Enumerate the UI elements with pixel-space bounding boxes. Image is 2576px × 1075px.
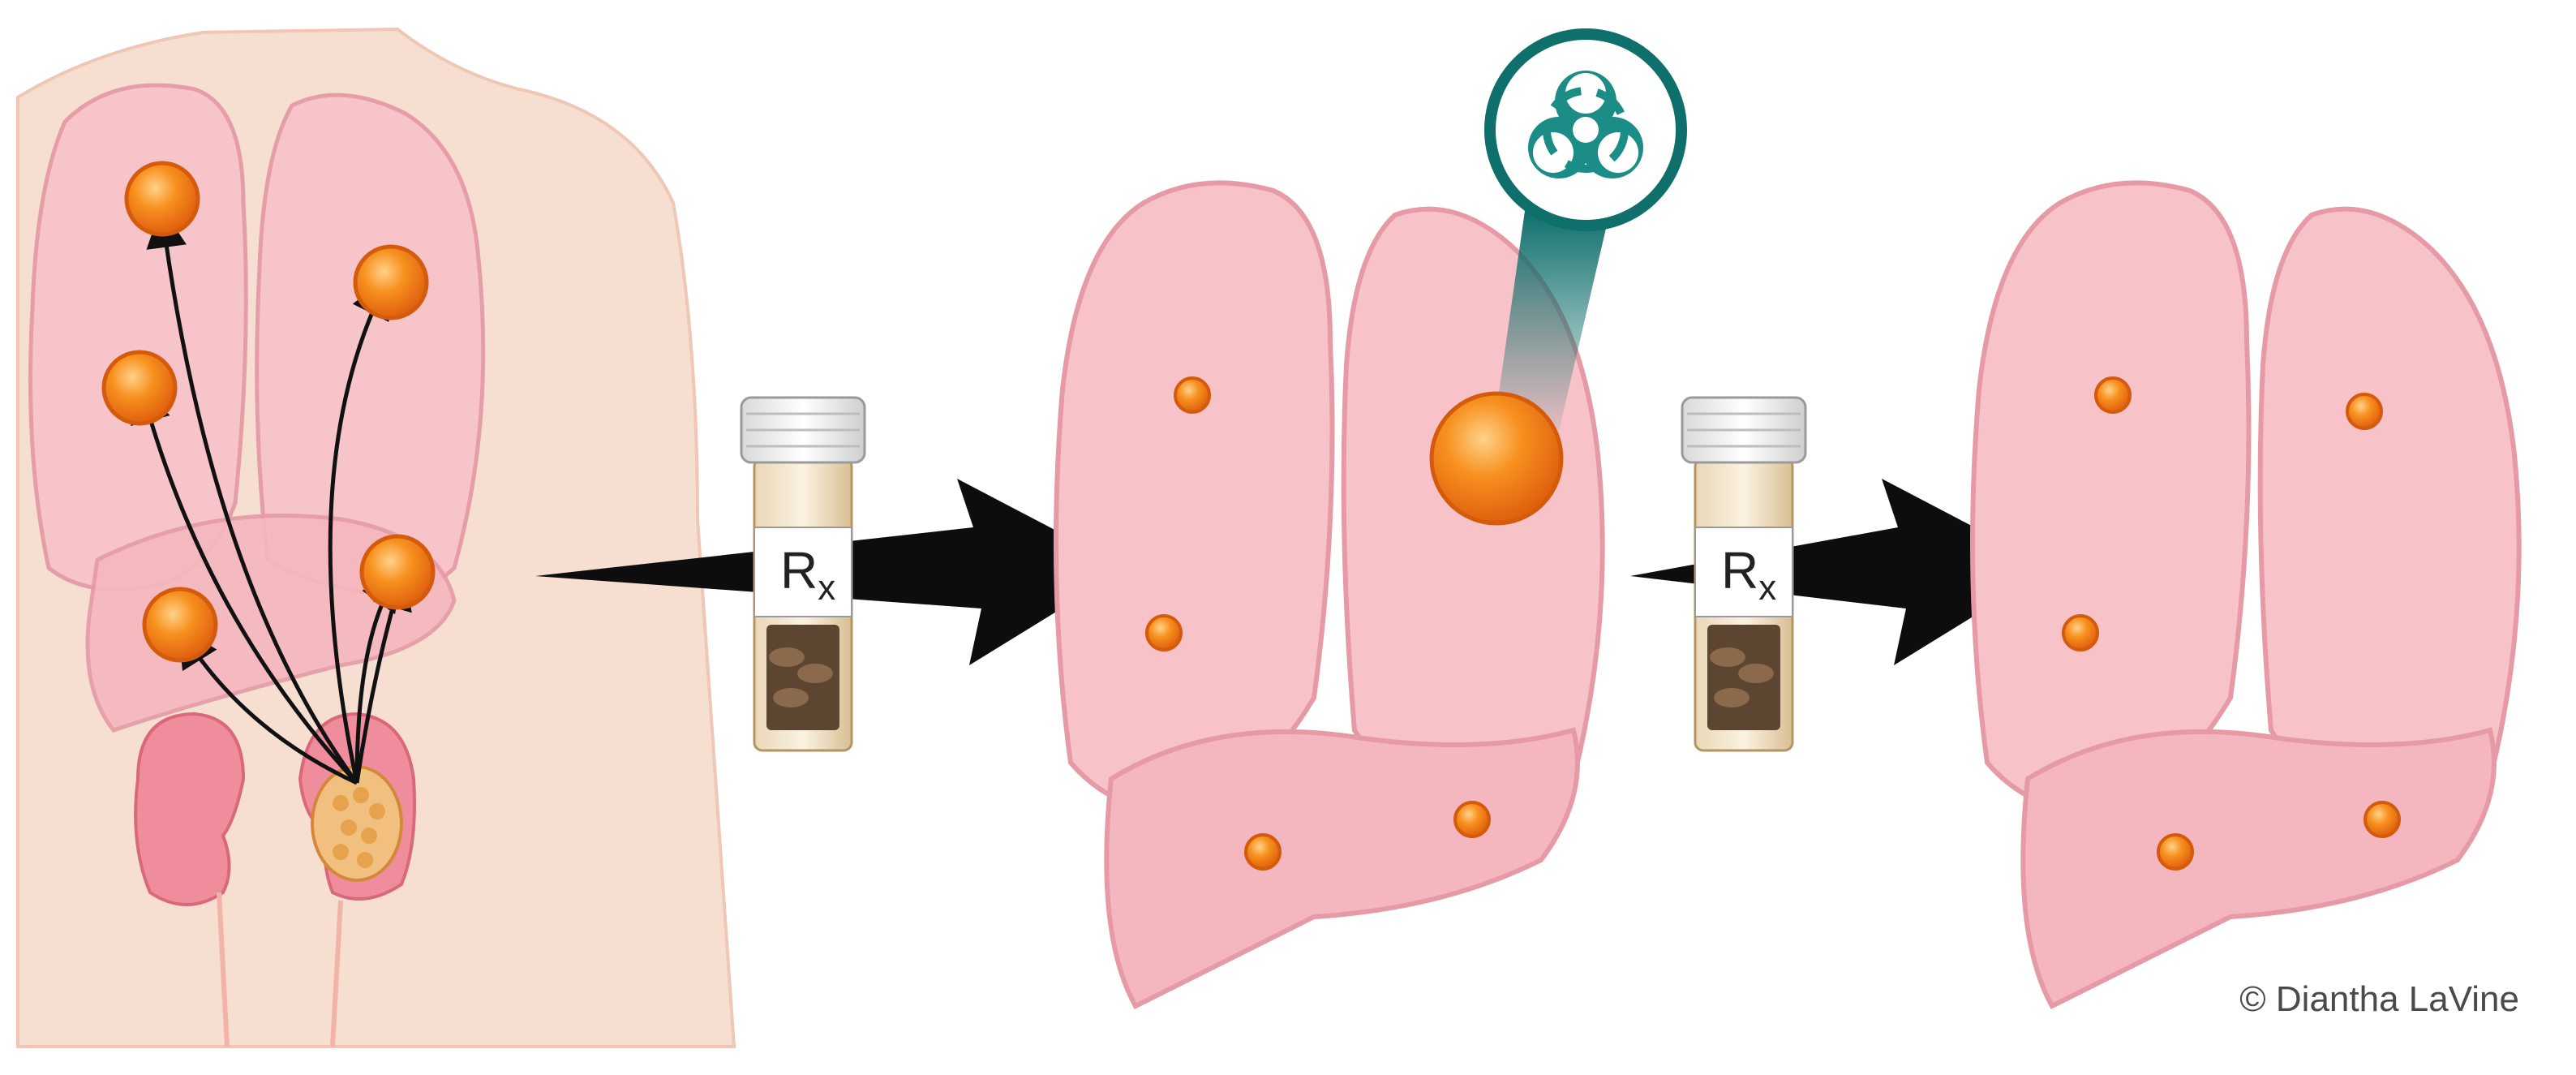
metastasis-arrow	[146, 207, 359, 785]
right-lung	[2257, 206, 2522, 818]
rx-label: Rx	[780, 541, 835, 608]
metastatic-nodule	[142, 587, 218, 663]
left-lung	[1970, 180, 2252, 815]
left-lung	[1054, 180, 1335, 815]
metastatic-nodules	[101, 161, 436, 663]
small-nodule	[1453, 801, 1491, 838]
metastasis-arrow	[131, 381, 358, 785]
small-nodule	[2346, 393, 2383, 430]
rx-label: Rx	[1721, 541, 1776, 608]
lungs-panel-2	[1054, 28, 1687, 1009]
metastatic-nodule	[124, 161, 200, 237]
metastasis-arrow	[178, 626, 358, 785]
metastatic-nodule	[101, 350, 178, 426]
small-nodule	[2094, 376, 2132, 414]
small-nodule	[2062, 614, 2099, 651]
lower-lobe	[2020, 727, 2497, 1009]
small-nodules	[2062, 376, 2401, 871]
metastatic-nodule	[353, 244, 429, 320]
lungs-panel-3	[1970, 180, 2522, 1009]
metastatic-nodule	[359, 534, 436, 610]
left-kidney	[134, 712, 246, 906]
biohazard-icon	[1484, 28, 1687, 231]
small-nodule	[2363, 801, 2401, 838]
pill-bottle-icon: Rx	[1681, 396, 1807, 752]
treatment-arrow-2	[1630, 479, 2052, 665]
copyright-text: © Diantha LaVine	[2239, 979, 2519, 1019]
small-nodule	[1244, 833, 1282, 871]
flag-beam	[1492, 211, 1610, 438]
left-lung	[28, 83, 248, 592]
small-nodule	[1145, 614, 1183, 651]
lower-lobe	[1104, 727, 1580, 1009]
small-nodule	[2157, 833, 2194, 871]
small-nodules	[1145, 376, 1491, 871]
torso-panel	[16, 27, 736, 1048]
pill-bottle-icon: Rx	[740, 396, 866, 752]
metastasis-arrows	[131, 207, 412, 785]
primary-tumor	[311, 765, 403, 882]
flagged-nodule	[1429, 391, 1564, 526]
small-nodule	[1174, 376, 1211, 414]
metastasis-arrow	[328, 277, 389, 784]
